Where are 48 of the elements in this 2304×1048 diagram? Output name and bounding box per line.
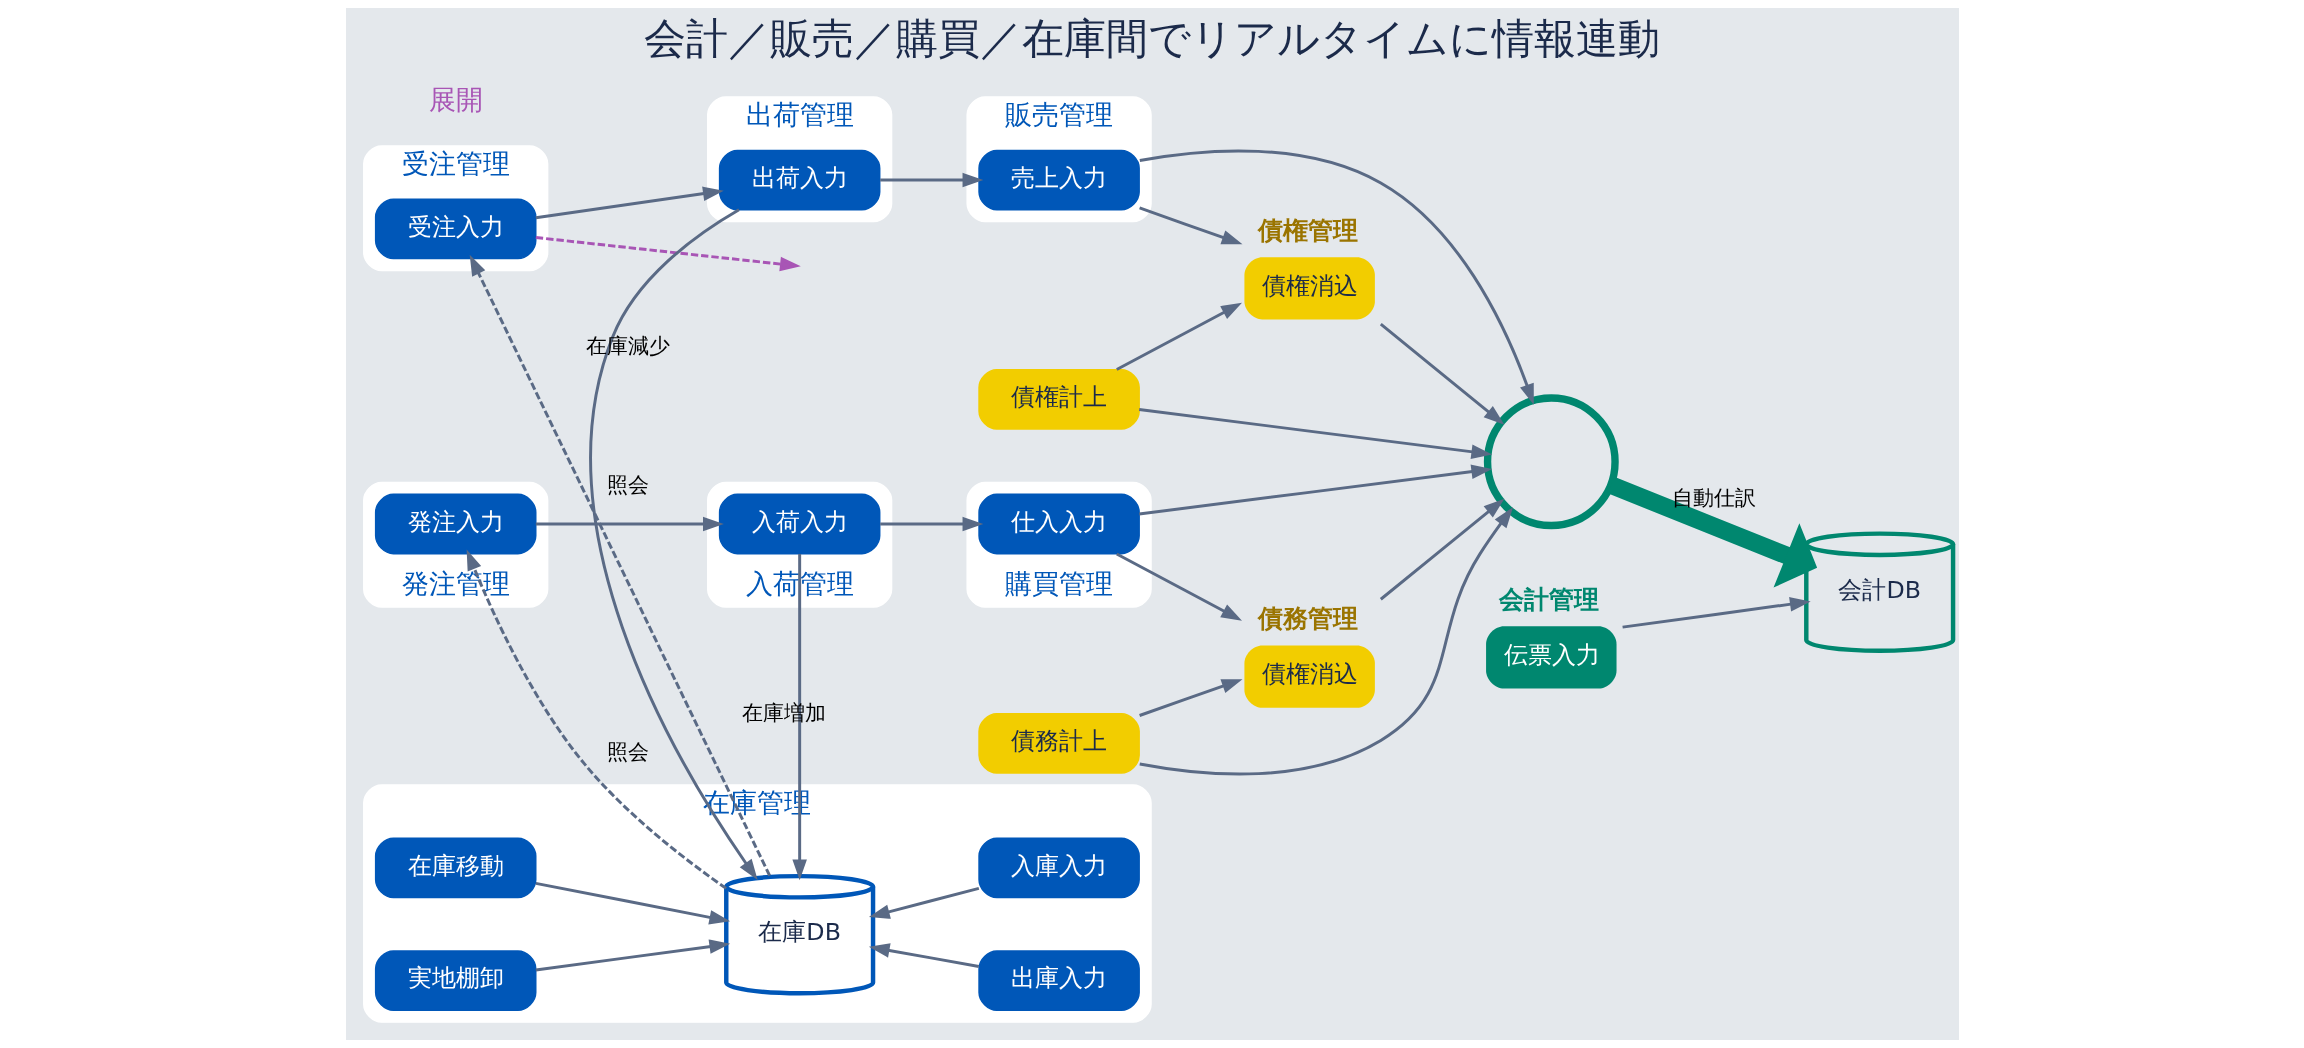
- diagram-title: 会計／販売／購買／在庫間でリアルタイムに情報連動: [644, 14, 1660, 64]
- node-box: 売上入力: [977, 149, 1140, 211]
- arrow: [791, 553, 807, 881]
- edge-label: 照会: [606, 472, 649, 497]
- node-box: 債務計上: [977, 713, 1140, 774]
- arrow: [1139, 149, 1534, 405]
- arrow: [535, 516, 724, 532]
- arrow: [1379, 498, 1504, 601]
- arrow: [535, 186, 724, 220]
- arrow: [1115, 552, 1242, 621]
- node-box: 債権計上: [977, 369, 1140, 430]
- edge-label: 照会: [606, 739, 649, 764]
- node-box: 出荷入力: [718, 149, 880, 211]
- node-box: 在庫移動: [374, 837, 536, 899]
- arrow: [879, 172, 983, 188]
- node-label: 会計管理: [1498, 584, 1599, 614]
- arrow: [469, 254, 771, 877]
- arrow: [879, 516, 983, 532]
- arrow: [868, 943, 979, 968]
- node-box: 伝票入力: [1485, 626, 1617, 689]
- edge-label: 自動仕訳: [1671, 486, 1756, 511]
- node-box: 債権消込: [1243, 645, 1375, 708]
- node-box: 受注入力: [374, 198, 536, 260]
- arrow: [589, 208, 758, 880]
- node-box: 出庫入力: [977, 950, 1140, 1011]
- arrow: [1138, 464, 1492, 516]
- node-box: 仕入入力: [977, 493, 1140, 555]
- arrow: [466, 549, 727, 890]
- node-box: 入荷入力: [718, 493, 880, 555]
- node-box: 発注入力: [374, 493, 536, 555]
- arrow: [868, 887, 979, 919]
- arrow: [535, 236, 801, 272]
- arrow: [1607, 476, 1817, 588]
- arrow: [1138, 408, 1492, 459]
- arrow: [535, 939, 730, 972]
- node-label: 債務管理: [1257, 604, 1358, 634]
- arrow: [1621, 597, 1811, 629]
- arrow: [1115, 302, 1242, 371]
- node-label: 債権管理: [1257, 215, 1358, 245]
- arrow: [535, 881, 730, 925]
- label: 展開: [428, 84, 483, 116]
- arrow: [1379, 323, 1504, 425]
- arrow: [1138, 679, 1242, 717]
- arrow: [1139, 507, 1513, 776]
- arrow: [1138, 206, 1242, 245]
- node-box: 債権消込: [1243, 257, 1375, 320]
- node-box: 実地棚卸: [374, 950, 536, 1011]
- node-box: 入庫入力: [977, 837, 1140, 899]
